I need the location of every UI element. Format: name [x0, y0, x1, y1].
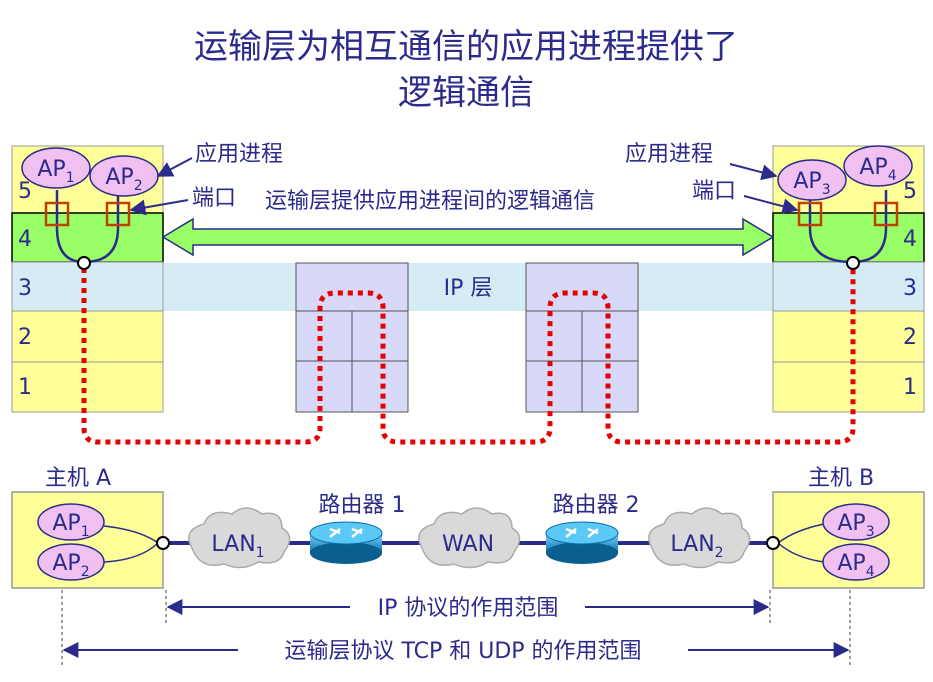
title-line-2: 逻辑通信 — [398, 73, 534, 113]
label-app-process-right: 应用进程 — [625, 142, 713, 167]
logical-comm-arrow — [161, 217, 775, 257]
pointer-app-process-left — [156, 157, 193, 177]
router-1-label: 路由器 1 — [319, 493, 406, 518]
logical-comm-label: 运输层提供应用进程间的逻辑通信 — [265, 189, 595, 214]
host-a-ap1-line — [103, 525, 159, 544]
svg-text:AP4: AP4 — [859, 155, 896, 184]
right-layer-1: 1 — [903, 375, 917, 400]
pointer-app-process-right — [729, 163, 778, 181]
label-app-process-left: 应用进程 — [195, 142, 283, 167]
host-b-ap4-bubble: AP4 — [822, 543, 890, 581]
lan1-cloud: LAN1 — [188, 507, 291, 569]
ip-layer-label: IP 层 — [444, 276, 493, 301]
ip-scope-label: IP 协议的作用范围 — [378, 596, 559, 621]
host-b-ap4-line — [777, 542, 825, 563]
svg-text:LAN2: LAN2 — [670, 532, 723, 561]
host-b-port-circle — [766, 536, 780, 550]
svg-text:AP1: AP1 — [37, 157, 74, 186]
left-layer-5: 5 — [18, 179, 32, 204]
left-layer-4: 4 — [18, 227, 32, 252]
svg-text:AP3: AP3 — [837, 511, 874, 540]
data-path-dotted — [81, 268, 856, 445]
left-port-2 — [105, 201, 131, 227]
right-port-1 — [797, 201, 823, 227]
right-layer-4: 4 — [903, 227, 917, 252]
host-b-label: 主机 B — [808, 466, 874, 491]
title-line-1: 运输层为相互通信的应用进程提供了 — [194, 27, 738, 67]
svg-text:AP1: AP1 — [52, 511, 89, 540]
left-ap2-bubble: AP2 — [89, 155, 159, 197]
right-ap4-bubble: AP4 — [843, 145, 913, 187]
router-2-icon — [545, 521, 619, 564]
right-layer-5: 5 — [903, 179, 917, 204]
host-a-label: 主机 A — [45, 466, 111, 491]
host-b-ap3-bubble: AP3 — [822, 503, 890, 541]
router-2-label: 路由器 2 — [553, 493, 640, 518]
host-a-ap2-line — [103, 542, 159, 563]
ip-layer-band — [163, 263, 775, 311]
svg-text:AP3: AP3 — [793, 169, 830, 198]
svg-text:WAN: WAN — [442, 532, 494, 557]
left-layer-1: 1 — [18, 375, 32, 400]
left-layer-3: 3 — [18, 276, 32, 301]
host-a-ap1-bubble: AP1 — [37, 503, 105, 541]
host-b-ap3-line — [777, 523, 825, 544]
pointer-port-left — [129, 199, 189, 216]
pointer-port-right — [743, 195, 799, 215]
right-layer-2: 2 — [903, 325, 917, 350]
right-ap3-curve — [808, 190, 853, 264]
left-ap1-bubble: AP1 — [21, 147, 91, 189]
right-ap3-bubble: AP3 — [777, 159, 847, 201]
router-2-stack — [525, 262, 639, 413]
right-protocol-stack: 5 4 3 2 1 — [772, 145, 925, 413]
right-layer-3: 3 — [903, 276, 917, 301]
transport-scope-label: 运输层协议 TCP 和 UDP 的作用范围 — [284, 639, 641, 664]
left-transport-port-circle — [77, 256, 91, 270]
right-transport-port-circle — [846, 256, 860, 270]
router-1-icon — [309, 521, 383, 564]
svg-text:LAN1: LAN1 — [211, 532, 264, 561]
svg-text:AP4: AP4 — [837, 551, 874, 580]
svg-text:AP2: AP2 — [52, 551, 89, 580]
router-1-stack — [295, 262, 409, 413]
svg-text:AP2: AP2 — [105, 165, 142, 194]
wan-cloud: WAN — [418, 507, 521, 569]
host-a-port-circle — [156, 536, 170, 550]
left-port-1 — [44, 201, 70, 227]
label-port-right: 端口 — [692, 179, 736, 204]
label-port-left: 端口 — [192, 186, 236, 211]
left-layer-2: 2 — [18, 325, 32, 350]
lan2-cloud: LAN2 — [648, 507, 751, 569]
right-port-2 — [873, 201, 899, 227]
host-a-ap2-bubble: AP2 — [37, 543, 105, 581]
